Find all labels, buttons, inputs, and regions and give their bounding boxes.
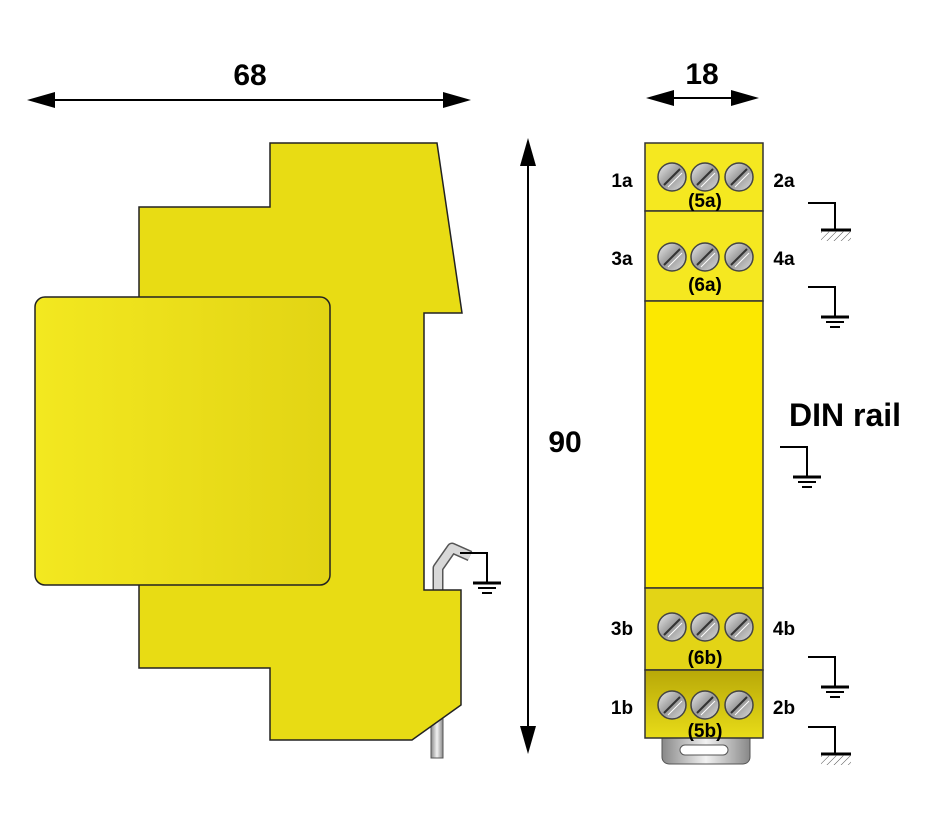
terminal-label-2a: 2a <box>773 171 795 192</box>
height-dimension: 90 <box>520 138 582 754</box>
screw-icon[interactable] <box>724 162 754 192</box>
terminal-label-1b: 1b <box>611 698 633 719</box>
module-width-label: 18 <box>685 58 718 91</box>
terminal-label-6a: (6a) <box>688 275 722 296</box>
height-label: 90 <box>548 426 581 459</box>
side-view <box>34 142 503 759</box>
screw-icon[interactable] <box>657 612 687 642</box>
terminal-label-4b: 4b <box>773 619 795 640</box>
terminal-label-3b: 3b <box>611 619 633 640</box>
ground-icon <box>806 285 851 329</box>
arrow-up-icon <box>520 138 536 166</box>
screw-icon[interactable] <box>690 242 720 272</box>
chassis-ground-icon <box>806 725 853 767</box>
module-body <box>644 300 764 589</box>
terminal-label-2b: 2b <box>773 698 795 719</box>
width-dimension: 68 <box>27 59 471 108</box>
arrow-down-icon <box>520 726 536 754</box>
screw-icon[interactable] <box>690 162 720 192</box>
screw-icon[interactable] <box>724 242 754 272</box>
module-width-dimension: 18 <box>646 58 759 106</box>
terminal-label-6b: (6b) <box>688 648 723 669</box>
front-cover <box>34 296 331 586</box>
screw-icon[interactable] <box>724 690 754 720</box>
chassis-ground-icon <box>806 201 853 243</box>
din-rail-label: DIN rail <box>789 397 901 433</box>
terminal-label-1a: 1a <box>611 171 633 192</box>
din-clip-slot <box>679 744 729 756</box>
ground-icon <box>806 655 851 699</box>
arrow-right-icon <box>731 90 759 106</box>
arrow-left-icon <box>646 90 674 106</box>
arrow-left-icon <box>27 92 55 108</box>
ground-icon <box>778 445 823 489</box>
terminal-label-3a: 3a <box>611 249 633 270</box>
terminal-label-4a: 4a <box>773 249 795 270</box>
width-label: 68 <box>233 59 266 92</box>
arrow-right-icon <box>443 92 471 108</box>
screw-icon[interactable] <box>657 690 687 720</box>
terminal-label-5a: (5a) <box>688 191 722 212</box>
screw-icon[interactable] <box>690 690 720 720</box>
front-view: 1a 2a (5a) 3a 4a (6a) 3b 4b (6b) 1b 2b (… <box>611 142 901 767</box>
screw-icon[interactable] <box>657 162 687 192</box>
screw-icon[interactable] <box>724 612 754 642</box>
screw-icon[interactable] <box>690 612 720 642</box>
screw-icon[interactable] <box>657 242 687 272</box>
terminal-label-5b: (5b) <box>688 721 723 742</box>
